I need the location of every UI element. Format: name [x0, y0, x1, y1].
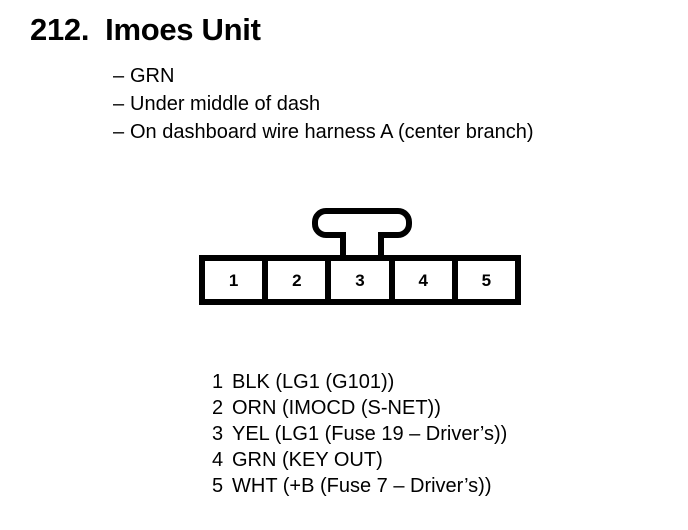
legend-pin-number: 4 — [212, 449, 224, 471]
dash-bullet-icon: – — [113, 65, 125, 87]
legend-row: 1 BLK (LG1 (G101)) — [212, 369, 507, 395]
page-title: 212. Imoes Unit — [30, 12, 261, 48]
legend-row: 3 YEL (LG1 (Fuse 19 – Driver’s)) — [212, 421, 507, 447]
connector-cavity-1: 1 — [205, 261, 269, 299]
connector-cavity-4: 4 — [395, 261, 458, 299]
section-number: 212. — [30, 12, 90, 47]
connector-body: 1 2 3 4 5 — [199, 255, 521, 305]
legend-pin-number: 1 — [212, 371, 224, 393]
description-list: – GRN – Under middle of dash – On dashbo… — [113, 62, 534, 146]
legend-pin-label: WHT (+B (Fuse 7 – Driver’s)) — [232, 475, 492, 497]
section-title: Imoes Unit — [105, 12, 261, 47]
legend-pin-label: YEL (LG1 (Fuse 19 – Driver’s)) — [232, 423, 508, 445]
list-item-label: On dashboard wire harness A (center bran… — [130, 121, 534, 143]
legend-row: 2 ORN (IMOCD (S-NET)) — [212, 395, 507, 421]
connector-cavity-3: 3 — [331, 261, 395, 299]
list-item: – On dashboard wire harness A (center br… — [113, 118, 534, 146]
legend-pin-number: 3 — [212, 423, 224, 445]
dash-bullet-icon: – — [113, 93, 125, 115]
connector-diagram: 1 2 3 4 5 — [199, 208, 521, 308]
list-item: – Under middle of dash — [113, 90, 534, 118]
locking-tab-inner-gap — [346, 229, 378, 239]
legend-row: 5 WHT (+B (Fuse 7 – Driver’s)) — [212, 473, 507, 499]
legend-pin-number: 5 — [212, 475, 224, 497]
dash-bullet-icon: – — [113, 121, 125, 143]
connector-cavity-2: 2 — [268, 261, 332, 299]
legend-pin-label: BLK (LG1 (G101)) — [232, 371, 395, 393]
list-item-label: Under middle of dash — [130, 93, 321, 115]
list-item: – GRN — [113, 62, 534, 90]
legend-pin-label: GRN (KEY OUT) — [232, 449, 383, 471]
pin-legend: 1 BLK (LG1 (G101)) 2 ORN (IMOCD (S-NET))… — [212, 369, 507, 499]
legend-pin-number: 2 — [212, 397, 224, 419]
legend-pin-label: ORN (IMOCD (S-NET)) — [232, 397, 441, 419]
connector-cavity-5: 5 — [481, 270, 492, 290]
legend-row: 4 GRN (KEY OUT) — [212, 447, 507, 473]
list-item-label: GRN — [130, 65, 175, 87]
